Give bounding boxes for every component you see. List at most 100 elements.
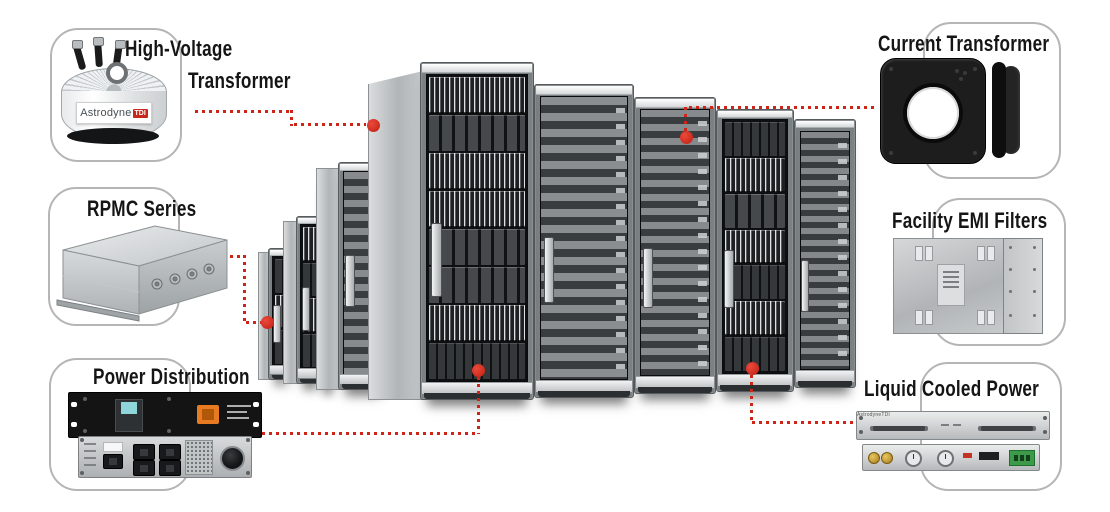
power-strip-silver-image (78, 436, 252, 478)
mount-slots (977, 246, 995, 261)
screw (889, 67, 893, 71)
rack-door-handle (302, 287, 310, 331)
screw (1009, 268, 1012, 271)
rack-module-row (725, 301, 785, 336)
rack-plinth (298, 368, 322, 378)
mount-slots (977, 310, 995, 325)
rack-top-cap (298, 218, 322, 224)
label-line (84, 450, 96, 452)
iec-outlet (103, 454, 123, 469)
vent-hole (959, 77, 963, 81)
rack-ear-notch (71, 402, 77, 407)
coolant-fitting (868, 452, 880, 464)
rack-module-row (275, 259, 285, 293)
rack-module-row (429, 229, 525, 265)
rack-base (538, 391, 630, 397)
connector-highvoltage-v (290, 110, 293, 126)
screw (1033, 246, 1036, 249)
screw (1009, 246, 1012, 249)
rack-module-row (303, 227, 317, 261)
warning-label (963, 453, 972, 458)
screw (859, 430, 863, 434)
rack-door-handle (345, 255, 355, 307)
callout-current-transformer: Current Transformer (860, 15, 1065, 180)
rack-top-cap (636, 99, 714, 108)
rack-module-row (429, 77, 525, 113)
rack-plinth (340, 374, 386, 384)
rack-plinth (796, 370, 854, 382)
screw (1043, 430, 1047, 434)
rpmc-chassis-image (56, 225, 228, 322)
connector-rpmc-h1 (230, 255, 246, 258)
rack-top-cap (796, 121, 854, 128)
brand-logo-box: TDI (132, 108, 148, 118)
screw (859, 416, 863, 420)
rack-vent-door (640, 109, 710, 376)
unit-handle (873, 426, 925, 431)
brand-name-small: Astrodyne (857, 412, 882, 418)
connector-node-powerdist (472, 364, 485, 377)
rack-base (720, 385, 790, 391)
ct-side-rim (992, 62, 1006, 158)
rack-top-cap (718, 111, 792, 118)
rack-base (272, 375, 288, 379)
screw (80, 471, 84, 475)
pdu-display (115, 399, 143, 432)
callout-liquid-cooled-power: Liquid Cooled Power AstrodyneTDI (850, 355, 1065, 495)
rack-top-cap (340, 164, 386, 171)
callout-title-line2: Transformer (188, 68, 291, 93)
label-line (84, 443, 96, 445)
screw (83, 397, 87, 401)
pdu-text-line (227, 411, 247, 413)
server-rack-vented (534, 84, 634, 398)
round-port (220, 446, 245, 471)
liquid-cooled-unit-top-image: AstrodyneTDI (856, 411, 1050, 440)
rack-door-handle (643, 248, 653, 308)
rack-module-row (725, 193, 785, 228)
callout-facility-emi-filters: Facility EMI Filters (880, 190, 1070, 346)
vent-grille (185, 440, 213, 475)
rack-ear-notch (71, 422, 77, 427)
transformer-aperture (907, 87, 959, 139)
connector-liquid-h (752, 421, 853, 424)
rack-module-row (725, 265, 785, 300)
connector-node-highvoltage (367, 119, 380, 132)
callout-power-distribution: Power Distribution (40, 350, 280, 495)
rack-door-handle (544, 237, 554, 303)
liquid-cooled-unit-bottom-image (862, 444, 1040, 471)
rack-door-handle (724, 250, 734, 308)
connector-currenttransformer-v (684, 107, 687, 132)
mount-slots (915, 246, 933, 261)
connector-powerdist-v (477, 377, 480, 434)
callout-rpmc-series: RPMC Series (40, 180, 280, 340)
screw (889, 151, 893, 155)
rack-top-cap (270, 250, 290, 256)
brand-suffix-small: TDI (881, 412, 890, 418)
ct-side-body (1002, 66, 1020, 154)
pdu-text-line (227, 417, 249, 419)
callout-title: Power Distribution (93, 364, 250, 389)
panel-marking (953, 424, 961, 426)
connector-rpmc-v (243, 255, 246, 323)
emi-plate-flange (1003, 238, 1043, 334)
gauge-dial (937, 450, 954, 467)
brand-name: Astrodyne (80, 107, 132, 119)
vent-hole (955, 69, 959, 73)
connector-rpmc-h2 (246, 321, 263, 324)
server-rack-populated (716, 109, 794, 392)
iec-outlet (159, 444, 181, 460)
pdu-orange-outlet (197, 405, 219, 424)
screw (246, 438, 250, 442)
screw (80, 438, 84, 442)
rack-module-row (303, 333, 317, 367)
pdu-black-unit-image (68, 392, 262, 438)
rack-module-row (429, 267, 525, 303)
screw (1033, 268, 1036, 271)
white-label (103, 442, 123, 452)
screw (1033, 314, 1036, 317)
rack-door-handle (801, 260, 809, 312)
callout-title-line1: High-Voltage (125, 36, 233, 61)
cable-lug (72, 40, 83, 49)
